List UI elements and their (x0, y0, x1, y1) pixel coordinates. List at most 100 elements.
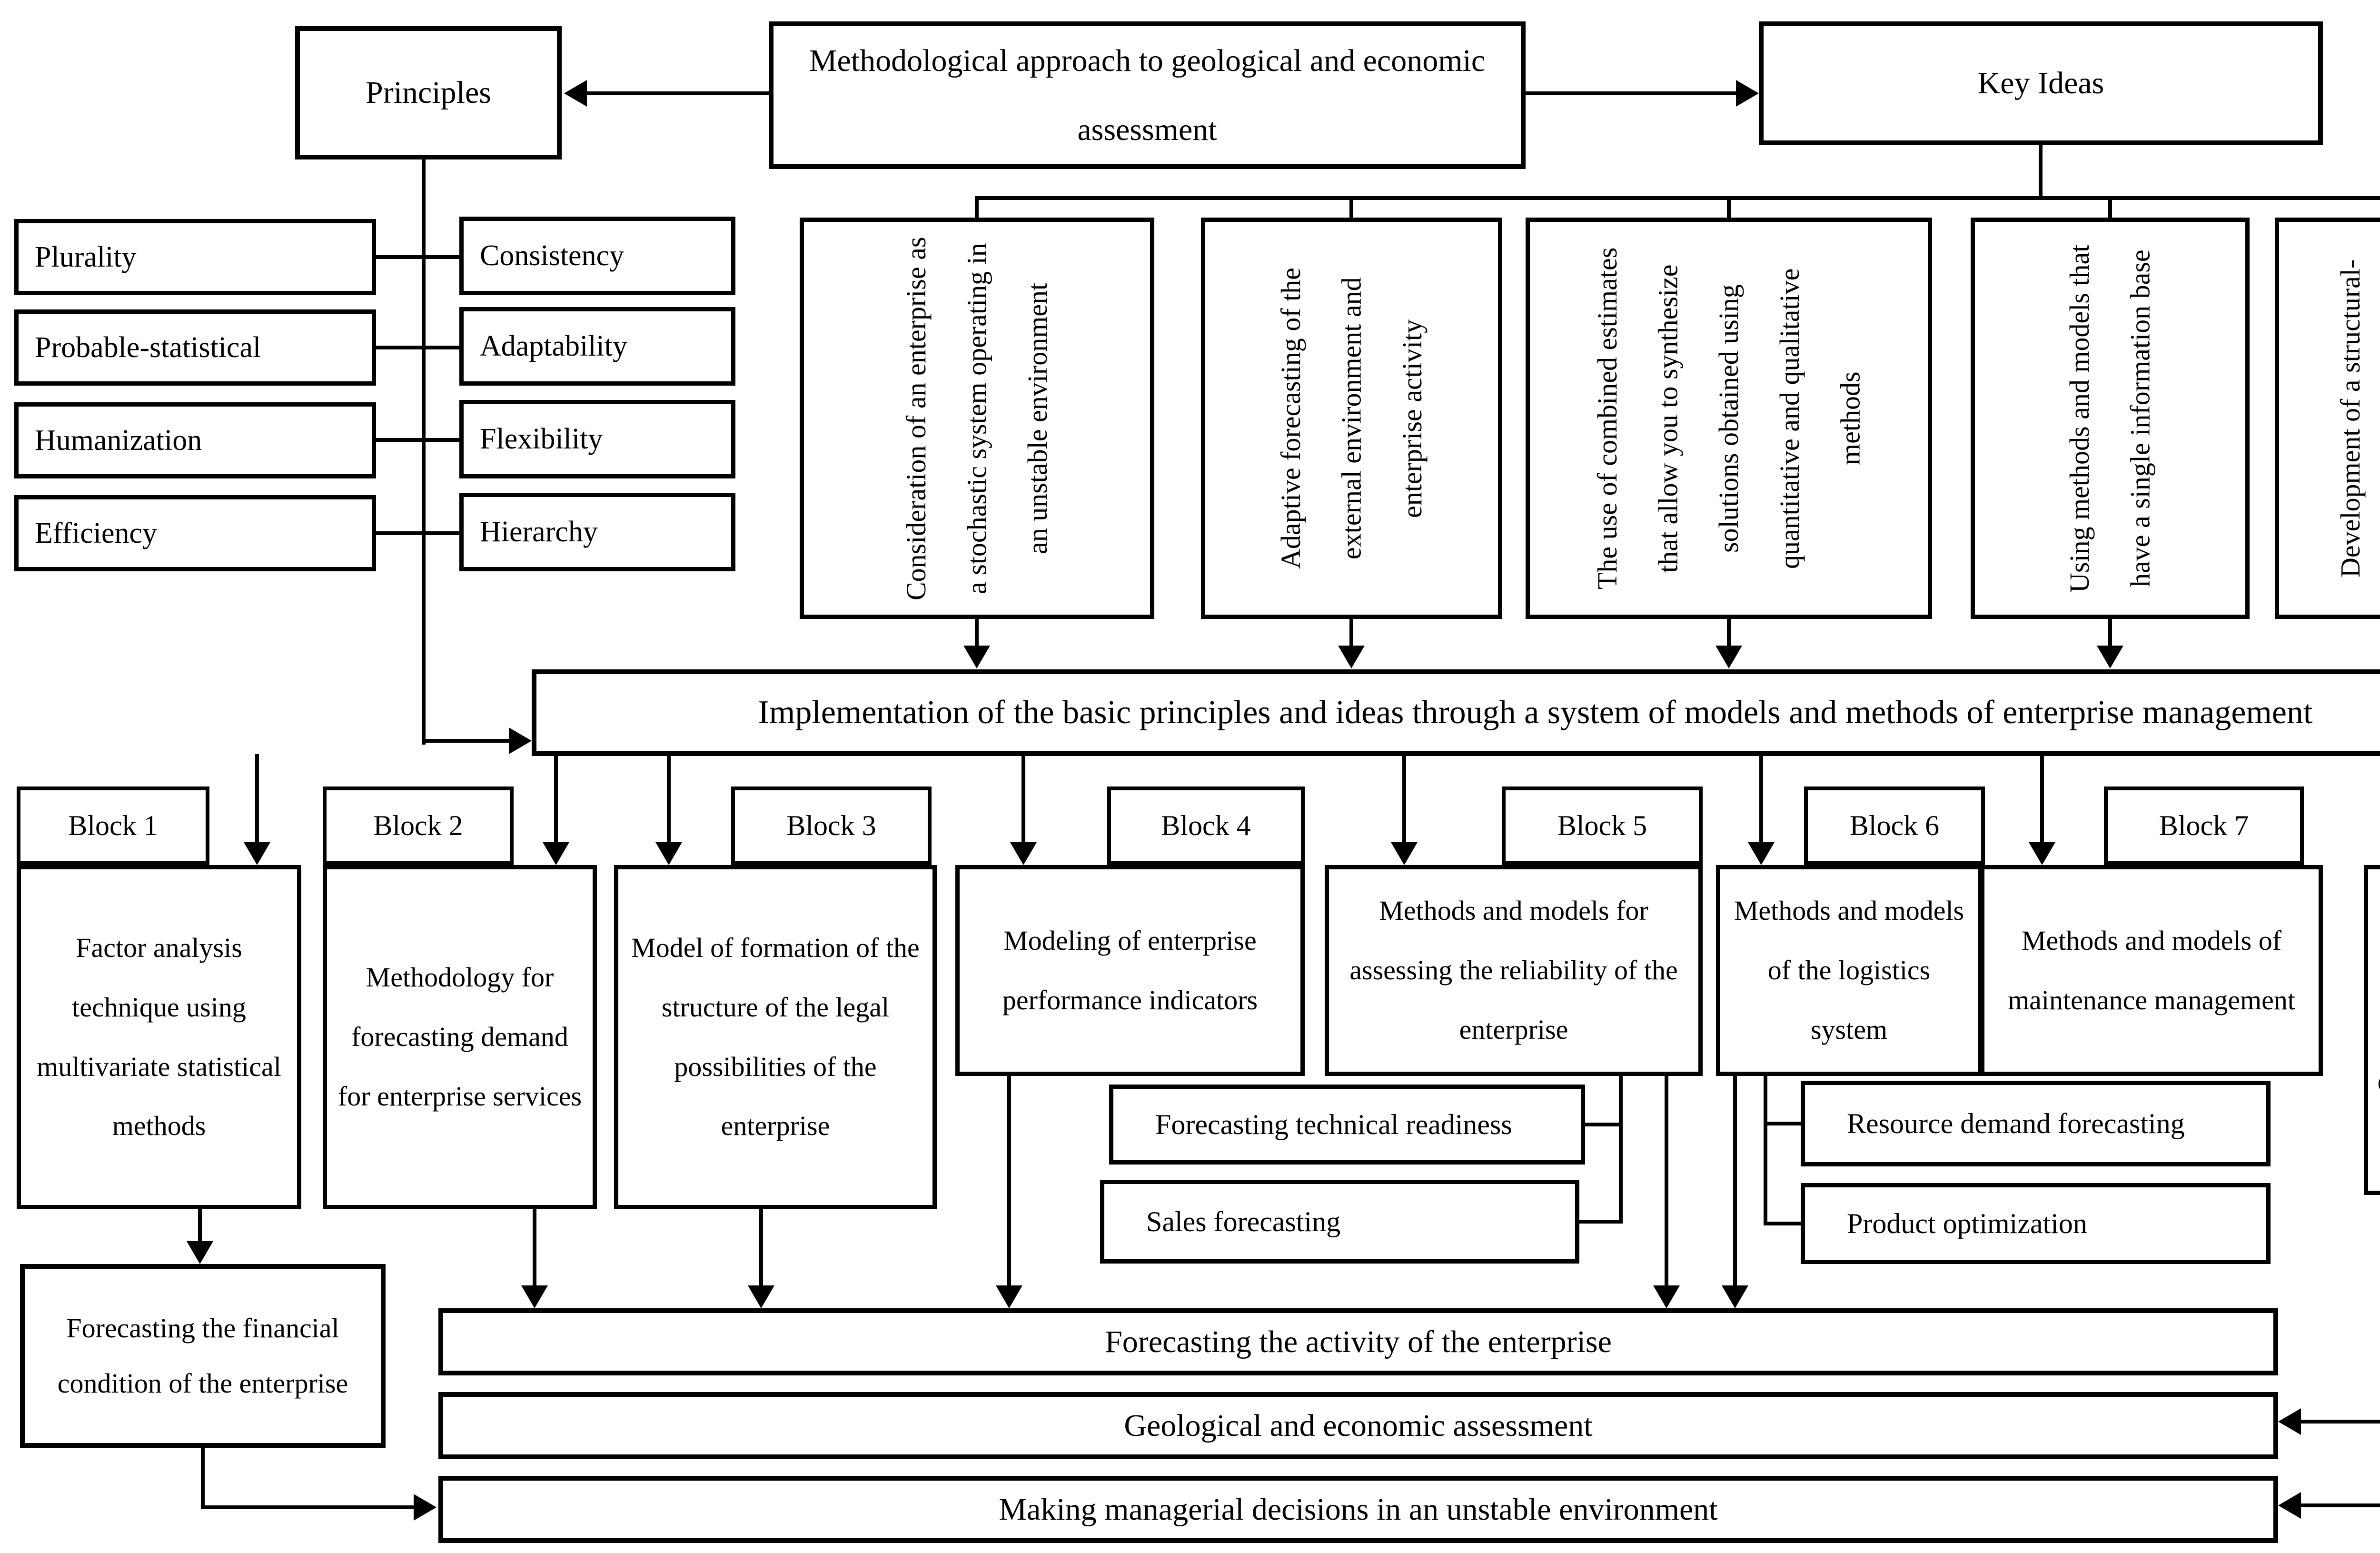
connector-line (2301, 1503, 2380, 1507)
connector-line (1619, 1074, 1623, 1224)
block-5-box: Methods and models for assessing the rel… (1325, 865, 1703, 1076)
connector-line (975, 196, 2380, 200)
forecasting-activity-banner: Forecasting the activity of the enterpri… (438, 1308, 2278, 1375)
product-optimization-box: Product optimization (1801, 1183, 2271, 1264)
connector-line (198, 1207, 202, 1241)
key-idea-structural-information-box: Development of a structural-information … (2275, 218, 2380, 619)
block-4-label: Block 4 (1107, 786, 1305, 865)
principle-probable-statistical-box: Probable-statistical (14, 309, 376, 386)
resource-demand-forecasting-box: Resource demand forecasting (1801, 1081, 2271, 1166)
key-idea-adaptive-forecasting-box: Adaptive forecasting of the external env… (1201, 218, 1502, 619)
key-idea-text: Development of a structural-information … (2335, 259, 2366, 577)
connector-line (1349, 617, 1353, 646)
arrowhead-down-icon (1653, 1285, 1680, 1308)
connector-line (667, 754, 671, 842)
arrowhead-down-icon (244, 842, 270, 865)
key-idea-text: Using methods and models that have a sin… (2064, 244, 2156, 593)
connector-line (201, 1448, 205, 1509)
arrowhead-down-icon (187, 1241, 213, 1264)
arrowhead-down-icon (1338, 646, 1365, 668)
block-1-label: Block 1 (17, 786, 209, 865)
principle-plurality-box: Plurality (14, 219, 376, 295)
arrowhead-down-icon (996, 1285, 1022, 1308)
connector-line (554, 754, 558, 842)
key-idea-text: Consideration of an enterprise as a stoc… (901, 236, 1053, 600)
principle-flexibility-box: Flexibility (459, 400, 735, 478)
connector-line (1007, 1074, 1011, 1285)
key-ideas-box: Key Ideas (1759, 21, 2323, 145)
arrowhead-down-icon (1391, 842, 1418, 865)
principle-efficiency-box: Efficiency (14, 495, 376, 571)
principle-consistency-box: Consistency (459, 217, 735, 295)
block-3-label: Block 3 (731, 786, 932, 865)
arrowhead-left-icon (564, 80, 587, 107)
connector-line (759, 1207, 763, 1285)
block-3-box: Model of formation of the structure of t… (614, 865, 937, 1209)
connector-line (1733, 1074, 1737, 1285)
arrowhead-down-icon (543, 842, 569, 865)
block-2-label: Block 2 (323, 786, 514, 865)
connector-line (1767, 1222, 1801, 1225)
connector-line (1767, 1122, 1801, 1125)
connector-line (376, 255, 459, 259)
forecasting-technical-readiness-box: Forecasting technical readiness (1109, 1085, 1585, 1165)
block-8-box: Development of a structural-information … (2364, 865, 2380, 1195)
connector-line (1585, 1123, 1619, 1126)
key-idea-combined-estimates-box: The use of combined estimates that allow… (1526, 218, 1932, 619)
arrowhead-right-icon (509, 727, 532, 754)
block-2-box: Methodology for forecasting demand for e… (323, 865, 597, 1209)
block-7-label: Block 7 (2104, 786, 2304, 865)
connector-line (1727, 196, 1731, 219)
block-6-label: Block 6 (1804, 786, 1985, 865)
connector-line (2108, 196, 2112, 219)
connector-line (376, 346, 459, 349)
connector-line (1349, 196, 1353, 219)
connector-line (1579, 1220, 1619, 1224)
arrowhead-down-icon (1722, 1285, 1748, 1308)
connector-line (1021, 754, 1025, 842)
arrowhead-down-icon (748, 1285, 774, 1308)
connector-line (1526, 91, 1736, 95)
geological-economic-assessment-banner: Geological and economic assessment (438, 1392, 2278, 1459)
connector-line (1764, 1074, 1767, 1225)
key-idea-stochastic-system-box: Consideration of an enterprise as a stoc… (800, 218, 1154, 619)
connector-line (1402, 754, 1406, 842)
key-idea-text: The use of combined estimates that allow… (1592, 247, 1866, 589)
block-6-box: Methods and models of the logistics syst… (1716, 865, 1982, 1076)
block-7-box: Methods and models of maintenance manage… (1980, 865, 2323, 1076)
arrowhead-left-icon (2278, 1408, 2301, 1435)
connector-line (975, 196, 979, 219)
connector-line (376, 438, 459, 442)
connector-line (255, 754, 259, 842)
principle-hierarchy-box: Hierarchy (459, 493, 735, 571)
connector-line (201, 1505, 416, 1509)
connector-line (376, 531, 459, 535)
sales-forecasting-box: Sales forecasting (1100, 1180, 1579, 1264)
connector-line (975, 617, 979, 646)
connector-line (2039, 143, 2043, 200)
arrowhead-right-icon (414, 1494, 436, 1521)
principle-adaptability-box: Adaptability (459, 307, 735, 386)
principle-humanization-box: Humanization (14, 402, 376, 478)
connector-line (422, 158, 426, 745)
arrowhead-down-icon (655, 842, 682, 865)
arrowhead-down-icon (1010, 842, 1037, 865)
block-1-box: Factor analysis technique using multivar… (17, 865, 301, 1209)
financial-condition-box: Forecasting the financial condition of t… (20, 1264, 386, 1448)
managerial-decisions-banner: Making managerial decisions in an unstab… (438, 1476, 2278, 1543)
connector-line (2040, 754, 2044, 842)
arrowhead-left-icon (2278, 1492, 2301, 1519)
arrowhead-down-icon (521, 1285, 548, 1308)
connector-line (1727, 617, 1731, 646)
connector-line (587, 91, 769, 95)
arrowhead-down-icon (1716, 646, 1742, 668)
connector-line (533, 1207, 536, 1285)
connector-line (1665, 1074, 1668, 1285)
arrowhead-down-icon (1748, 842, 1775, 865)
arrowhead-down-icon (963, 646, 990, 668)
arrowhead-right-icon (1736, 80, 1759, 107)
connector-line (422, 739, 511, 743)
connector-line (1759, 754, 1763, 842)
methodological-approach-box: Methodological approach to geological an… (769, 21, 1526, 169)
